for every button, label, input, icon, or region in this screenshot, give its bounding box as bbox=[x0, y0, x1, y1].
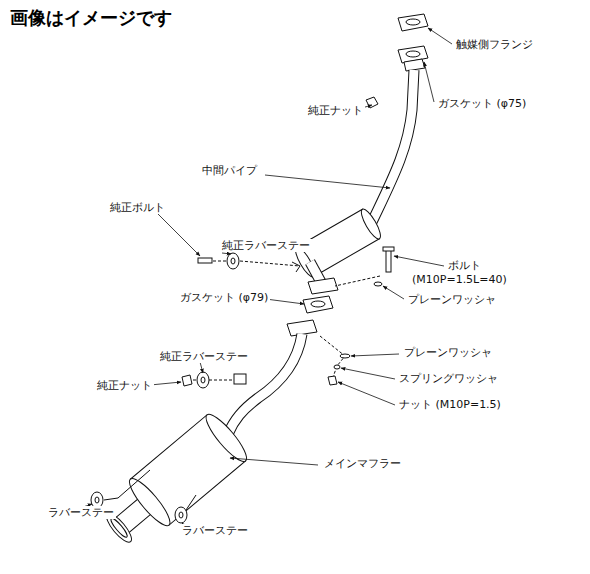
catalyst-flange bbox=[398, 14, 428, 31]
bracket bbox=[104, 470, 150, 500]
pipe-flange bbox=[404, 59, 425, 71]
gasket-label: ガスケット (φ79) bbox=[178, 291, 270, 304]
bolt-label: ボルト bbox=[446, 259, 483, 272]
nut bbox=[328, 376, 337, 385]
plain-washer bbox=[340, 354, 350, 358]
gasket-label: ガスケット (φ75) bbox=[436, 97, 528, 110]
rubber-stay bbox=[227, 253, 239, 269]
stay-label: ラバーステー bbox=[46, 506, 116, 519]
mid-pipe-fill bbox=[372, 70, 414, 222]
leader-lines bbox=[80, 28, 452, 526]
bracket bbox=[186, 495, 196, 510]
bolt-label: 純正ボルト bbox=[108, 201, 167, 214]
rubber-stay bbox=[175, 507, 187, 523]
spec-label: (M10P=1.5L=40) bbox=[410, 273, 509, 286]
rubber-stay bbox=[197, 372, 209, 388]
washer-label: プレーンワッシャ bbox=[402, 346, 494, 359]
nut-label: 純正ナット bbox=[306, 104, 365, 117]
silencer-flange bbox=[308, 278, 338, 294]
muffler-label: メインマフラー bbox=[322, 457, 403, 470]
main-flange bbox=[287, 320, 317, 336]
pipe-label: 中間パイプ bbox=[200, 164, 259, 177]
nut-label: 純正ナット bbox=[95, 379, 154, 392]
hanger bbox=[234, 374, 246, 384]
stay-label: 純正ラバーステー bbox=[158, 350, 250, 363]
bolt bbox=[386, 250, 391, 272]
gasket-79 bbox=[303, 296, 333, 313]
stay-label: ラバーステー bbox=[180, 524, 250, 537]
main-muffler bbox=[95, 410, 252, 555]
bolt bbox=[198, 258, 212, 263]
main-pipe-fill bbox=[228, 334, 302, 434]
main-pipe-outline bbox=[228, 334, 302, 434]
spring-washer bbox=[334, 365, 340, 369]
nut bbox=[182, 375, 192, 386]
plain-washer bbox=[374, 282, 382, 286]
nut-label: ナット (M10P=1.5) bbox=[397, 398, 503, 411]
image-note: 画像はイメージです bbox=[10, 6, 172, 30]
washer-label: スプリングワッシャ bbox=[397, 372, 500, 385]
mid-pipe-outline bbox=[372, 70, 414, 222]
washer-label: プレーンワッシャ bbox=[406, 293, 498, 306]
stay-label: 純正ラバーステー bbox=[220, 239, 312, 252]
flange-label: 触媒側フランジ bbox=[454, 38, 535, 51]
